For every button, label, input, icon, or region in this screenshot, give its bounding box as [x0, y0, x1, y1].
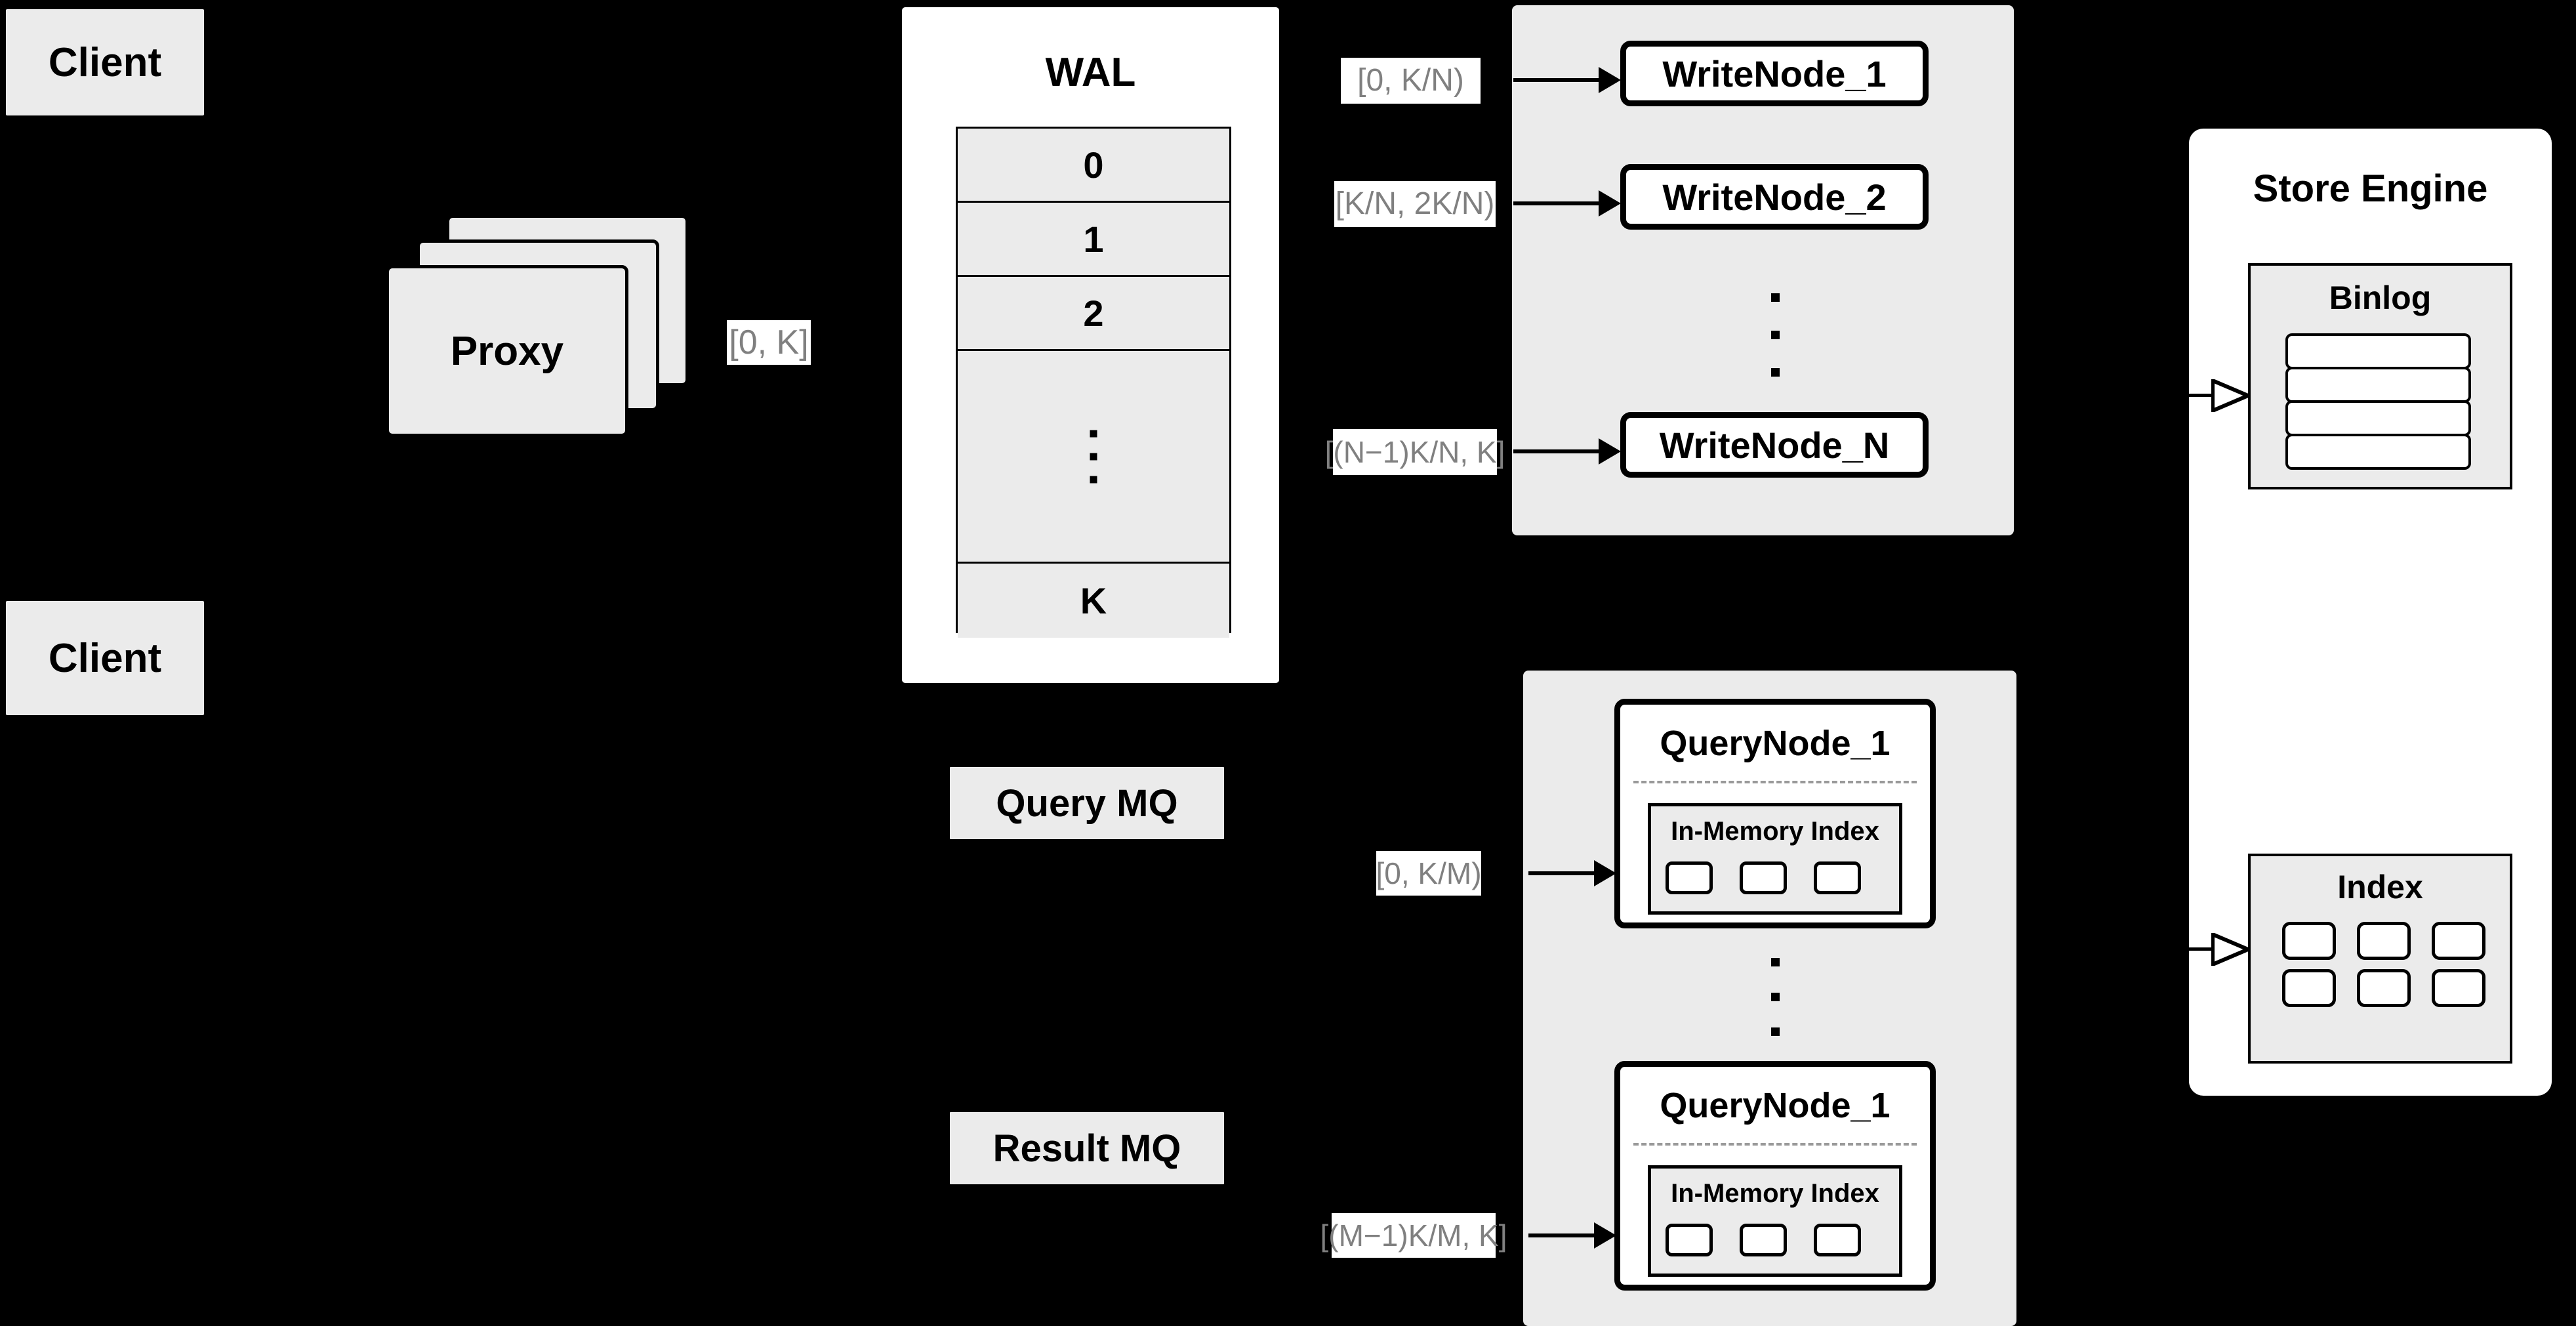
index-title: Index [2337, 869, 2423, 905]
wal-row: K [958, 564, 1229, 638]
index-chip [2357, 922, 2411, 960]
write-node-2[interactable]: WriteNode_2 [1620, 164, 1929, 230]
client-label-2: Client [48, 635, 162, 681]
write-node-n[interactable]: WriteNode_N [1620, 412, 1929, 478]
query-node-m-in-memory-index: In-Memory Index [1648, 1165, 1902, 1277]
arrow-head-open-binlog-icon [2211, 379, 2251, 412]
index-segment [1666, 1224, 1713, 1256]
index-segment [1814, 861, 1861, 894]
index-segment [1814, 1224, 1861, 1256]
query-mq-box[interactable]: Query MQ [947, 764, 1227, 842]
client-label-1: Client [48, 39, 162, 85]
write-node-n-label: WriteNode_N [1659, 424, 1890, 466]
query-cluster-vertical-dots-icon [1771, 945, 1780, 1049]
index-chip [2432, 922, 2485, 960]
arrow-line-write-1 [1513, 78, 1599, 82]
client-box-2[interactable]: Client [3, 598, 207, 718]
index-segment [1740, 861, 1787, 894]
write-node-2-label: WriteNode_2 [1662, 176, 1887, 218]
store-engine-container: Store Engine Binlog Index [2189, 129, 2552, 1096]
in-memory-index-label: In-Memory Index [1671, 817, 1879, 846]
query-node-m-label: QueryNode_1 [1660, 1086, 1891, 1125]
index-segment [1666, 861, 1713, 894]
arrow-line-query-1 [1528, 871, 1594, 875]
index-panel: Index [2248, 854, 2512, 1064]
index-chip [2432, 969, 2485, 1007]
wal-row-ellipsis [958, 351, 1229, 564]
binlog-slab [2285, 400, 2471, 436]
query-node-1-in-memory-index: In-Memory Index [1648, 803, 1902, 915]
query-node-1[interactable]: QueryNode_1 In-Memory Index [1614, 699, 1936, 928]
arrow-head-open-index-icon [2211, 933, 2251, 966]
range-label-write-node-n: [(N−1)K/N, K] [1325, 429, 1505, 475]
query-mq-label: Query MQ [996, 781, 1178, 825]
range-label-query-node-1: [0, K/M) [1376, 851, 1482, 896]
arrow-line-to-binlog [2189, 394, 2217, 397]
wal-title: WAL [1045, 50, 1136, 95]
arrow-line-to-index [2189, 947, 2217, 951]
index-chip [2357, 969, 2411, 1007]
write-cluster-vertical-dots-icon [1771, 279, 1780, 391]
index-chip [2282, 969, 2336, 1007]
query-node-m-separator [1633, 1143, 1917, 1146]
arrow-line-write-2 [1513, 201, 1599, 205]
result-mq-label: Result MQ [992, 1127, 1181, 1170]
arrow-head-write-2 [1599, 190, 1621, 217]
range-label-proxy-to-wal: [0, K] [727, 320, 811, 365]
range-label-query-node-m: [(M−1)K/M, K] [1320, 1213, 1507, 1258]
write-node-1-label: WriteNode_1 [1662, 52, 1887, 94]
binlog-slab [2285, 434, 2471, 470]
wal-box: WAL 0 1 2 K [899, 4, 1282, 686]
store-engine-title: Store Engine [2253, 167, 2488, 210]
wal-row: 2 [958, 277, 1229, 351]
index-chip [2282, 922, 2336, 960]
proxy-card-front[interactable]: Proxy [386, 265, 628, 437]
in-memory-index-label: In-Memory Index [1671, 1179, 1879, 1208]
arrow-head-write-1 [1599, 67, 1621, 93]
binlog-title: Binlog [2329, 280, 2432, 316]
binlog-slab [2285, 333, 2471, 369]
proxy-label: Proxy [450, 328, 564, 374]
client-box-1[interactable]: Client [3, 7, 207, 118]
vertical-dots-icon [1090, 422, 1097, 491]
binlog-panel: Binlog [2248, 263, 2512, 489]
result-mq-box[interactable]: Result MQ [947, 1109, 1227, 1188]
query-node-1-label: QueryNode_1 [1660, 724, 1891, 763]
arrow-head-query-1 [1594, 860, 1616, 886]
arrow-head-write-n [1599, 438, 1621, 465]
arrow-line-write-n [1513, 449, 1599, 453]
query-node-1-separator [1633, 781, 1917, 783]
wal-row: 1 [958, 203, 1229, 277]
binlog-slab [2285, 367, 2471, 403]
arrow-line-query-m [1528, 1233, 1594, 1237]
range-label-write-node-1: [0, K/N) [1341, 58, 1481, 104]
write-node-1[interactable]: WriteNode_1 [1620, 41, 1929, 106]
range-label-write-node-2: [K/N, 2K/N) [1334, 181, 1496, 227]
wal-row: 0 [958, 129, 1229, 203]
index-segment [1740, 1224, 1787, 1256]
arrow-head-query-m [1594, 1222, 1616, 1249]
wal-table: 0 1 2 K [956, 127, 1231, 638]
query-node-m[interactable]: QueryNode_1 In-Memory Index [1614, 1061, 1936, 1291]
